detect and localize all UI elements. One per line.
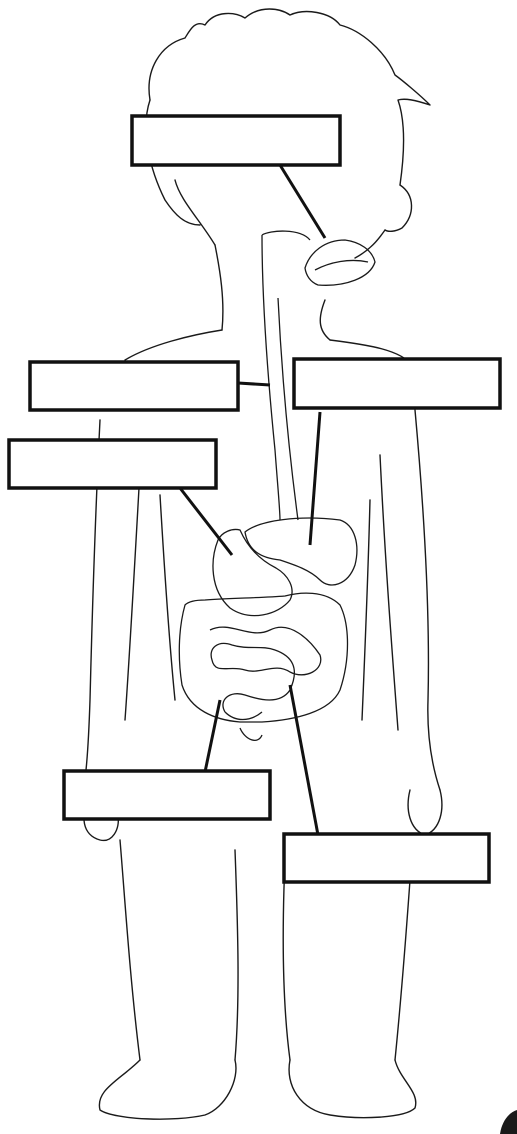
stomach-shape [213,529,292,615]
mouth-shape [305,240,375,285]
mouth-leader [280,165,325,238]
small-intestine-shape [210,627,321,712]
leader-lines [180,165,325,835]
label-box-mouth[interactable] [132,116,340,165]
body-outline [80,9,517,1134]
stomach-leader [180,488,232,555]
label-boxes [9,116,500,882]
liver-shape [245,518,357,585]
label-box-stomach[interactable] [9,440,216,488]
label-box-liver[interactable] [294,359,500,408]
label-box-esophagus[interactable] [30,362,238,410]
label-box-large-intestine[interactable] [284,834,489,882]
large-intestine-leader [290,685,318,835]
large-intestine-shape [179,593,347,722]
esophagus-leader [238,383,270,385]
label-box-small-intestine[interactable] [64,771,270,819]
liver-leader [310,412,320,545]
throat-tube [262,231,310,240]
small-intestine-leader [205,700,220,772]
